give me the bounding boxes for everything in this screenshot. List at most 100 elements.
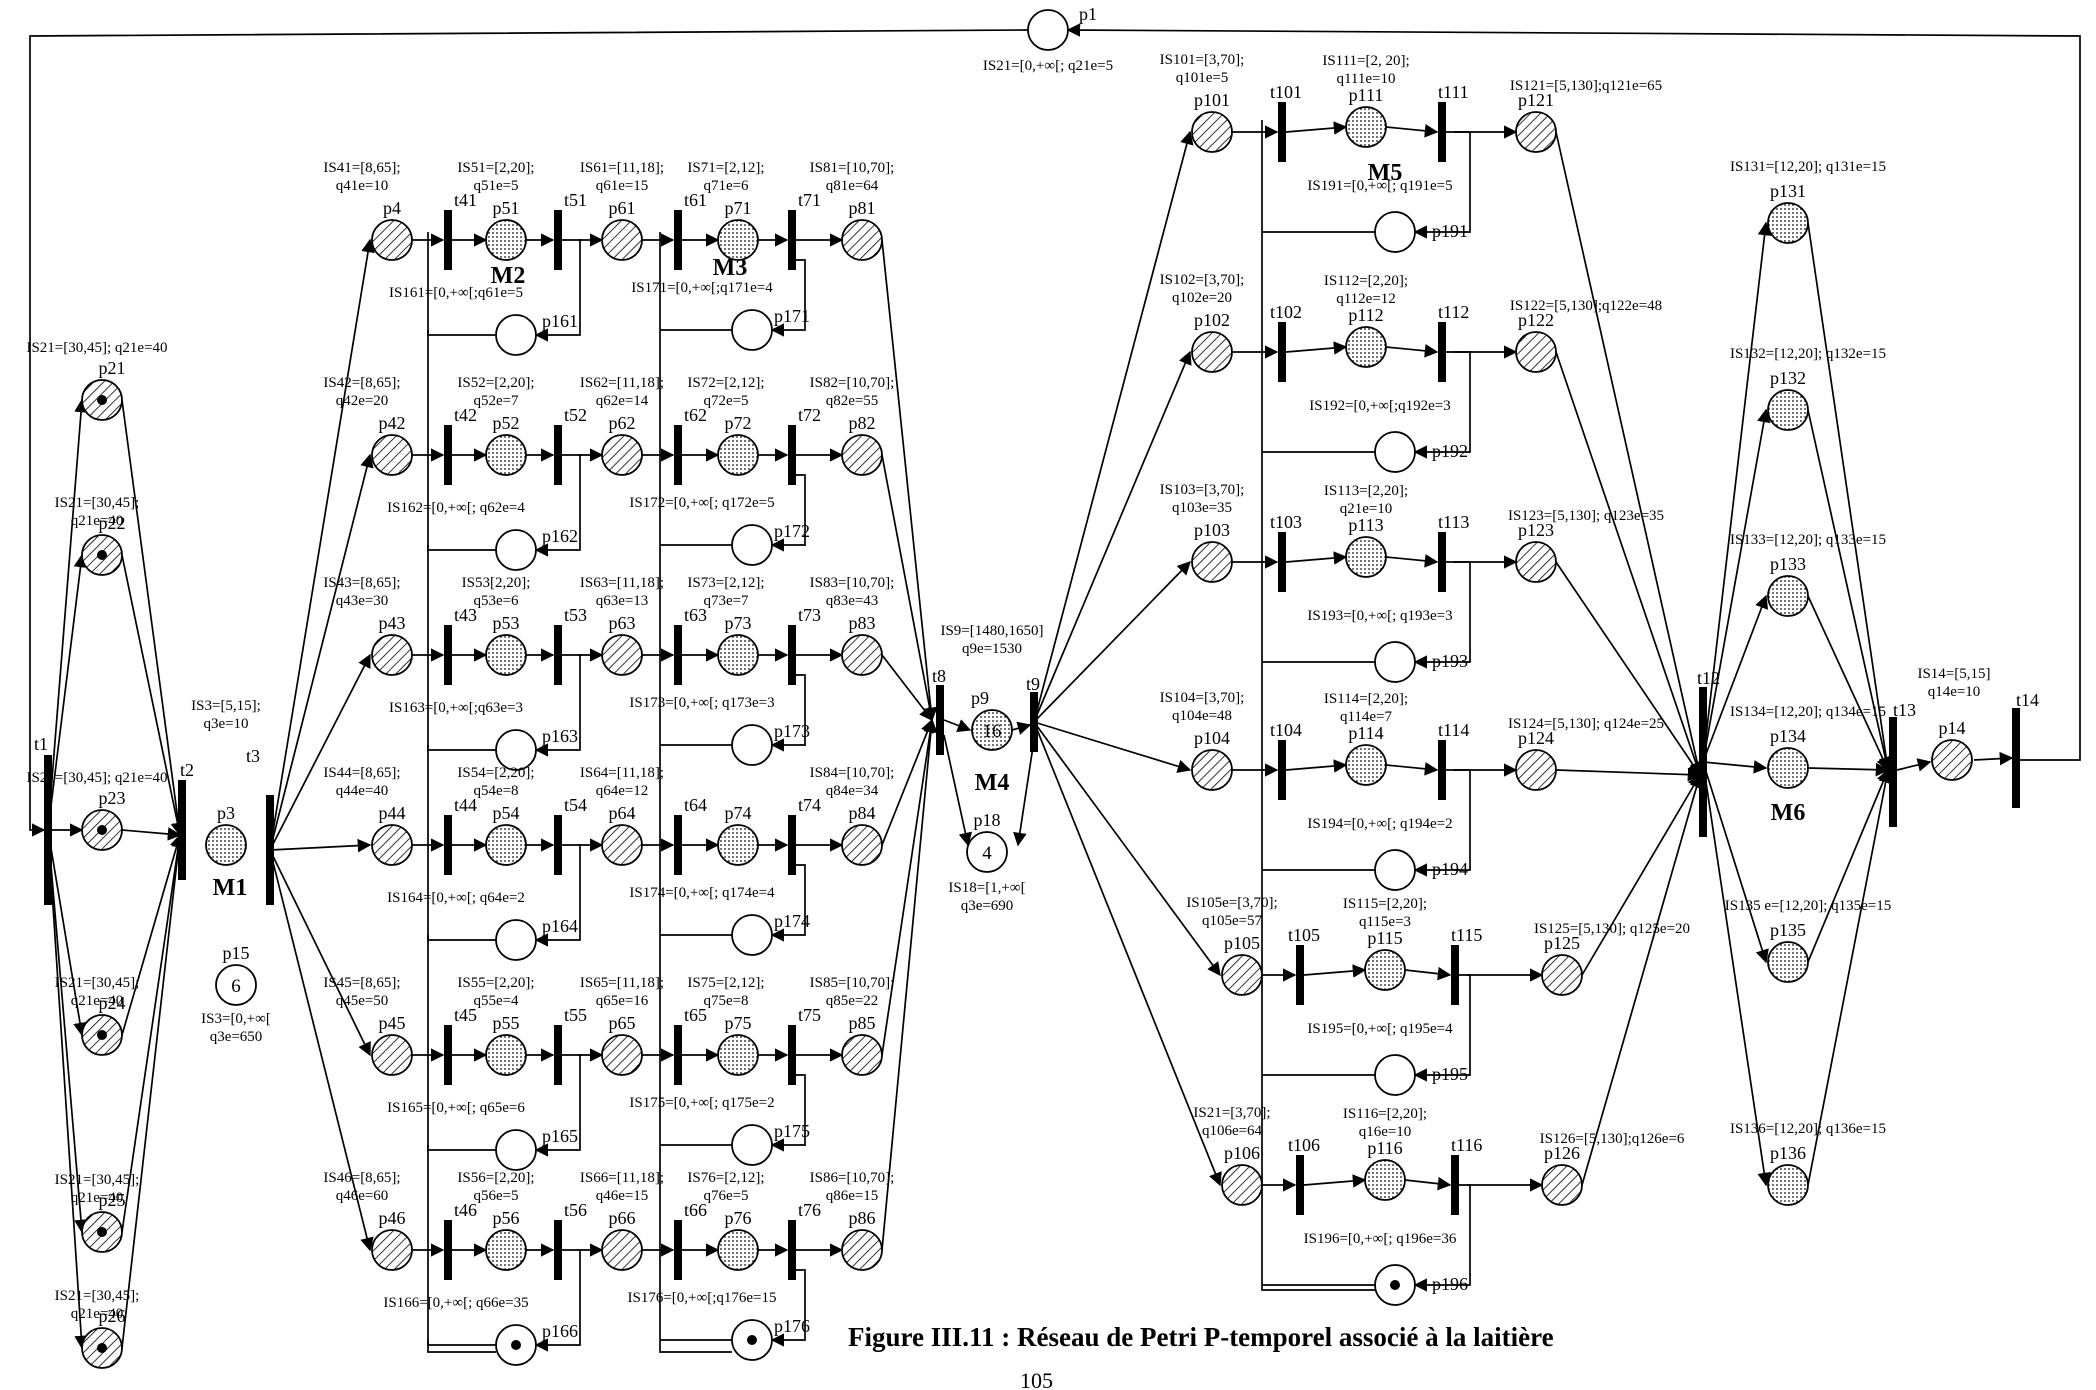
- place-p165-name: p165: [542, 1126, 578, 1146]
- place-p73-label-2: q73e=7: [703, 593, 749, 609]
- place-p42-name: p42: [379, 413, 406, 433]
- arc: [1807, 768, 1890, 963]
- place-p105-name: p105: [1224, 933, 1260, 953]
- place-p165-circle: [495, 1129, 537, 1171]
- transition-t56-name: t56: [564, 1200, 587, 1220]
- place-p124-name: p124: [1518, 728, 1554, 748]
- place-p71-label-1: IS71=[2,12];: [687, 160, 764, 176]
- place-p61-label-2: q61e=15: [596, 178, 649, 194]
- place-p196-name: p196: [1432, 1274, 1468, 1294]
- place-p75-label-2: q75e=8: [703, 993, 748, 1009]
- place-p64-label-1: IS64=[11,18];: [580, 765, 664, 781]
- place-p23-label: IS21=[30,45]; q21e=40: [26, 770, 167, 786]
- token-dot: [97, 550, 107, 560]
- arc: [881, 718, 937, 1056]
- arc: [1011, 721, 1032, 735]
- place-p62-circle: [601, 434, 643, 476]
- place-p122-circle: [1515, 331, 1557, 373]
- place-p134-circle: [1767, 747, 1809, 789]
- arc: [1413, 1184, 1471, 1292]
- place-p174-label: IS174=[0,+∞[; q174e=4: [629, 885, 775, 901]
- transition-t53-name: t53: [564, 605, 587, 625]
- place-p175: [731, 1124, 773, 1166]
- place-p101-circle: [1191, 111, 1233, 153]
- place-p22: [81, 534, 123, 576]
- arc: [1033, 561, 1191, 723]
- place-p56-label-1: IS56=[2,20];: [457, 1170, 534, 1186]
- place-p54-label-1: IS54=[2,20];: [457, 765, 534, 781]
- transition-t71: [788, 210, 796, 270]
- place-p51-label-1: IS51=[2,20];: [457, 160, 534, 176]
- place-p114: [1345, 744, 1387, 786]
- transition-t104: [1278, 740, 1286, 800]
- place-p121-name: p121: [1518, 90, 1554, 110]
- place-p135-circle: [1767, 941, 1809, 983]
- place-p18-label-2: q3e=690: [961, 898, 1014, 914]
- arc: [47, 553, 88, 831]
- place-p46-circle: [371, 1229, 413, 1271]
- place-p136-label: IS136=[12,20]; q136e=15: [1730, 1121, 1886, 1137]
- transition-t103-name: t103: [1270, 512, 1302, 532]
- place-p103-label-2: q103e=35: [1172, 500, 1232, 516]
- place-p26: [81, 1327, 123, 1369]
- token-dot: [97, 1343, 107, 1353]
- place-p115-label-2: q115e=3: [1359, 914, 1411, 930]
- place-p83: [841, 634, 883, 676]
- place-p72: [717, 434, 759, 476]
- place-p173-name: p173: [774, 721, 810, 741]
- place-p121: [1515, 111, 1557, 153]
- arc: [1285, 121, 1348, 135]
- place-p114-label-1: IS114=[2,20];: [1324, 691, 1408, 707]
- transition-t3: [266, 795, 274, 905]
- place-p22-label-2: q21e=40: [71, 513, 124, 529]
- transition-t55: [554, 1025, 562, 1085]
- place-p76: [717, 1229, 759, 1271]
- place-p82-label-2: q82e=55: [826, 393, 879, 409]
- place-p18-tokens: 4: [982, 843, 992, 864]
- place-p193-circle: [1374, 641, 1416, 683]
- place-p172-circle: [731, 524, 773, 566]
- transition-t76-name: t76: [798, 1200, 821, 1220]
- place-p55: [485, 1034, 527, 1076]
- transition-t9-name: t9: [1026, 674, 1040, 694]
- place-p63: [601, 634, 643, 676]
- place-p64-circle: [601, 824, 643, 866]
- place-p82-circle: [841, 434, 883, 476]
- place-p15-label-1: IS3=[0,+∞[: [201, 1011, 271, 1027]
- transition-t116: [1451, 1155, 1459, 1215]
- place-p71-label-2: q71e=6: [703, 178, 749, 194]
- place-p126-name: p126: [1544, 1143, 1580, 1163]
- place-p191: [1374, 211, 1416, 253]
- arc: [659, 232, 732, 1353]
- place-p55-label-1: IS55=[2,20];: [457, 975, 534, 991]
- place-p166-name: p166: [542, 1321, 578, 1341]
- place-p73-label-1: IS73=[2,12];: [687, 575, 764, 591]
- transition-t111: [1438, 102, 1446, 162]
- place-p42-circle: [371, 434, 413, 476]
- place-p162-circle: [495, 529, 537, 571]
- place-p85-label-1: IS85=[10,70];: [810, 975, 895, 991]
- place-p113-label-2: q21e=10: [1340, 501, 1393, 517]
- place-p74-circle: [717, 824, 759, 866]
- place-p194-circle: [1374, 849, 1416, 891]
- place-p74-name: p74: [725, 803, 752, 823]
- place-p53-name: p53: [493, 613, 520, 633]
- transitions-layer: [44, 102, 2020, 1280]
- transition-t54: [554, 815, 562, 875]
- transition-t106: [1296, 1155, 1304, 1215]
- arc: [1702, 760, 1768, 774]
- place-p23-name: p23: [99, 788, 126, 808]
- arc: [770, 474, 806, 552]
- place-p133-label: IS133=[12,20]; q133e=15: [1730, 532, 1886, 548]
- place-p52-name: p52: [493, 413, 520, 433]
- transition-t45: [444, 1025, 452, 1085]
- place-p44-name: p44: [379, 803, 406, 823]
- place-p4-circle: [371, 219, 413, 261]
- token-dot: [1390, 1280, 1400, 1290]
- transition-t42-name: t42: [454, 405, 477, 425]
- place-p62-name: p62: [609, 413, 636, 433]
- arc: [427, 330, 496, 336]
- arc: [1702, 408, 1771, 763]
- transition-t44-name: t44: [454, 795, 477, 815]
- place-p82: [841, 434, 883, 476]
